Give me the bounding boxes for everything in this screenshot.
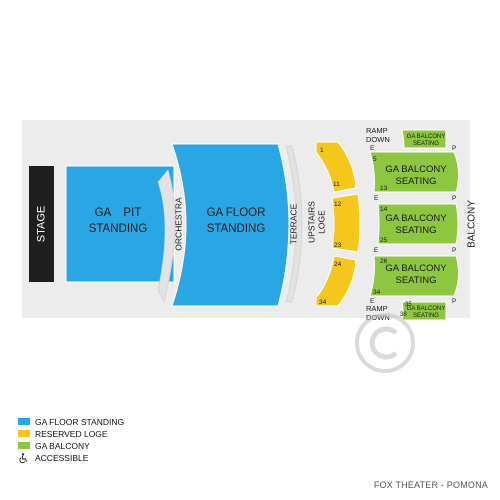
orchestra-label: ORCHESTRA (173, 197, 183, 251)
balcony-3-line1: GA BALCONY (385, 263, 447, 274)
venue-name: FOX THEATER - POMONA (373, 480, 488, 490)
loge-number: 23 (334, 242, 342, 249)
floor-label-line2: STANDING (207, 223, 266, 235)
balcony-number: 25 (380, 237, 388, 244)
section-loge-middle[interactable] (331, 193, 361, 253)
balcony-number: 38 (400, 312, 407, 318)
row-letter: E (370, 298, 375, 305)
balcony-number: 26 (380, 258, 388, 265)
loge-number: 11 (333, 181, 340, 188)
legend-swatch (18, 442, 30, 449)
legend-label: ACCESSIBLE (35, 452, 89, 463)
balcony-2-line1: GA BALCONY (385, 213, 447, 224)
balcony-3-line2: SEATING (396, 275, 437, 286)
wheelchair-icon (19, 452, 28, 463)
legend-item-ga-floor: GA FLOOR STANDING (18, 416, 238, 427)
balcony-number: 35 (405, 302, 412, 308)
section-loge-lower[interactable] (315, 255, 357, 307)
balcony-small-bottom-line1: GA BALCONY (407, 306, 446, 312)
legend-item-ga-balcony: GA BALCONY (18, 440, 238, 451)
section-balcony-1[interactable] (369, 151, 460, 193)
legend-item-reserved-loge: RESERVED LOGE (18, 428, 238, 439)
floor-label-line1: GA FLOOR (207, 207, 266, 219)
loge-number: 1 (320, 147, 324, 154)
stage-label: STAGE (35, 206, 47, 242)
pit-label-line1: GA PIT (95, 207, 142, 219)
section-balcony-bottom-small[interactable] (401, 301, 447, 321)
row-letter: P (452, 145, 456, 152)
loge-number: 12 (334, 201, 342, 208)
ramp-top-line2: DOWN (366, 135, 390, 144)
ramp-bottom-line1: RAMP (366, 304, 388, 313)
section-balcony-3[interactable] (369, 255, 460, 297)
balcony-number: 13 (380, 185, 388, 192)
section-loge-upper[interactable] (315, 141, 357, 193)
stage (29, 166, 54, 282)
loge-number: 24 (334, 261, 342, 268)
row-letter: P (452, 247, 456, 254)
terrace-label: TERRACE (288, 203, 298, 244)
loge-number: 34 (319, 299, 327, 306)
balcony-small-top-line1: GA BALCONY (407, 134, 446, 140)
balcony-number: 34 (373, 289, 381, 296)
legend-label: GA BALCONY (35, 440, 90, 451)
legend-swatch (18, 430, 30, 437)
row-letter: P (452, 298, 456, 305)
balcony-2-line2: SEATING (396, 225, 437, 236)
upstairs-label-line1: UPSTAIRS (306, 201, 316, 243)
orchestra-area (157, 169, 176, 303)
balcony-number: 14 (380, 206, 388, 213)
row-letter: P (452, 195, 456, 202)
legend-swatch (18, 418, 30, 425)
legend-label: GA FLOOR STANDING (35, 416, 125, 427)
pit-label-line2: STANDING (89, 223, 148, 235)
balcony-small-top-line2: SEATING (413, 141, 439, 147)
section-balcony-top-small[interactable] (401, 129, 447, 149)
row-letter: E (374, 247, 379, 254)
row-letter: E (374, 195, 379, 202)
balcony-number: 5 (373, 156, 377, 163)
balcony-1-line1: GA BALCONY (385, 164, 447, 175)
copyright-watermark (355, 313, 415, 373)
section-ga-pit[interactable] (65, 165, 175, 283)
ramp-top-line1: RAMP (366, 126, 388, 135)
section-balcony-2[interactable] (377, 203, 459, 245)
balcony-1-line2: SEATING (396, 176, 437, 187)
balcony-label: BALCONY (467, 200, 478, 248)
row-letter: E (370, 145, 375, 152)
section-ga-floor[interactable] (171, 143, 290, 307)
upstairs-label-line2: LOGE (316, 210, 326, 234)
legend-label: RESERVED LOGE (35, 428, 108, 439)
balcony-small-bottom-line2: SEATING (413, 313, 439, 319)
terrace-area (285, 145, 303, 303)
legend-item-accessible: ACCESSIBLE (18, 452, 238, 463)
legend: GA FLOOR STANDING RESERVED LOGE GA BALCO… (18, 416, 238, 464)
